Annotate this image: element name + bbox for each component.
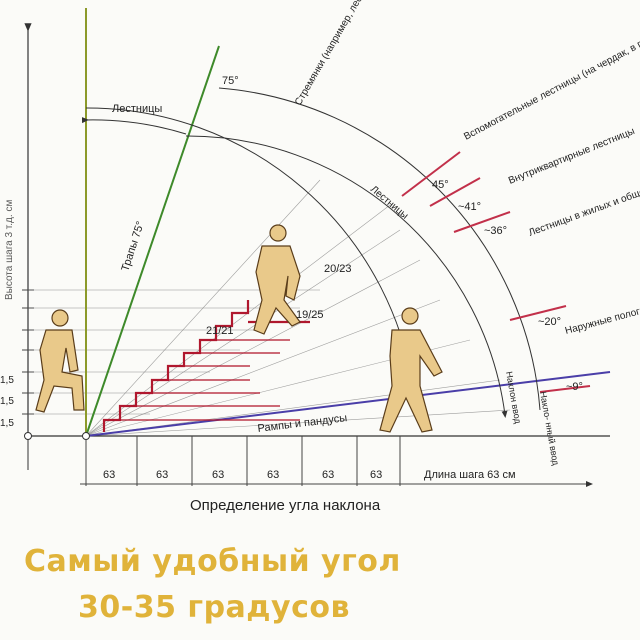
- left-axis-label: Высота шага 3 т.д. см: [4, 200, 15, 300]
- line-75-deg: [85, 45, 220, 437]
- label-angle-75: 75°: [222, 75, 239, 87]
- label-ratio-20-23: 20/23: [324, 263, 352, 275]
- left-tick: 1,5: [0, 418, 14, 429]
- figure-left: [35, 309, 85, 413]
- figure-right: [379, 307, 443, 433]
- label-angle-36: ~36°: [484, 225, 507, 237]
- diagram-caption: Определение угла наклона: [190, 497, 381, 514]
- headline-line-2: 30-35 градусов: [78, 590, 350, 625]
- label-auxiliary: Вспомогательные лестницы (на чердак, в п…: [462, 24, 640, 143]
- left-tick: 1,5: [0, 396, 14, 407]
- label-interior: Внутриквартирные лестницы: [507, 126, 636, 187]
- label-ladders-top: Лестницы: [112, 103, 162, 115]
- label-angle-45: 45°: [432, 179, 449, 191]
- headline-line-1: Самый удобный угол: [24, 544, 401, 579]
- stair-treads: [104, 339, 300, 421]
- label-stepladders: Стремянки (например, лестницы на склад): [293, 0, 402, 108]
- figure-middle: [253, 224, 301, 335]
- step-value: 63: [370, 469, 382, 481]
- label-ratio-21-21: 21/21: [206, 325, 234, 337]
- stepladder-arc: [218, 87, 541, 411]
- label-incline-right: Накло- нный ввод: [538, 391, 561, 467]
- ladders-arc-top: [81, 117, 187, 135]
- label-ratio-19-25: 19/25: [296, 309, 324, 321]
- label-incline-left: Наклон ввод: [504, 371, 523, 426]
- label-angle-20: ~20°: [538, 316, 561, 328]
- label-angle-41: ~41°: [458, 201, 481, 213]
- angle-diagram: Высота шага 3 т.д. см 1,5 1,5 1,5: [0, 0, 640, 514]
- left-tick: 1,5: [0, 375, 14, 386]
- angle-ticks: [401, 151, 591, 393]
- left-ticks: 1,5 1,5 1,5: [0, 289, 34, 429]
- ramp-line: [85, 371, 611, 437]
- step-length-label: Длина шага 63 см: [424, 469, 516, 481]
- label-ramps: Рампы и пандусы: [257, 412, 348, 435]
- outer-arc: [85, 107, 417, 395]
- label-angle-9: ~9°: [566, 381, 583, 393]
- step-value: 63: [267, 469, 279, 481]
- ladders-arc: [185, 135, 508, 418]
- step-value: 63: [212, 469, 224, 481]
- step-value: 63: [322, 469, 334, 481]
- label-exterior: Наружные пологие лестницы: [564, 291, 640, 337]
- label-trapy: Трапы 75°: [119, 220, 146, 273]
- step-value: 63: [103, 469, 115, 481]
- step-value: 63: [156, 469, 168, 481]
- label-ladders-arc: Лестницы: [368, 184, 410, 222]
- step-scale: 63 63 63 63 63 63 Длина шага 63 см: [80, 436, 593, 487]
